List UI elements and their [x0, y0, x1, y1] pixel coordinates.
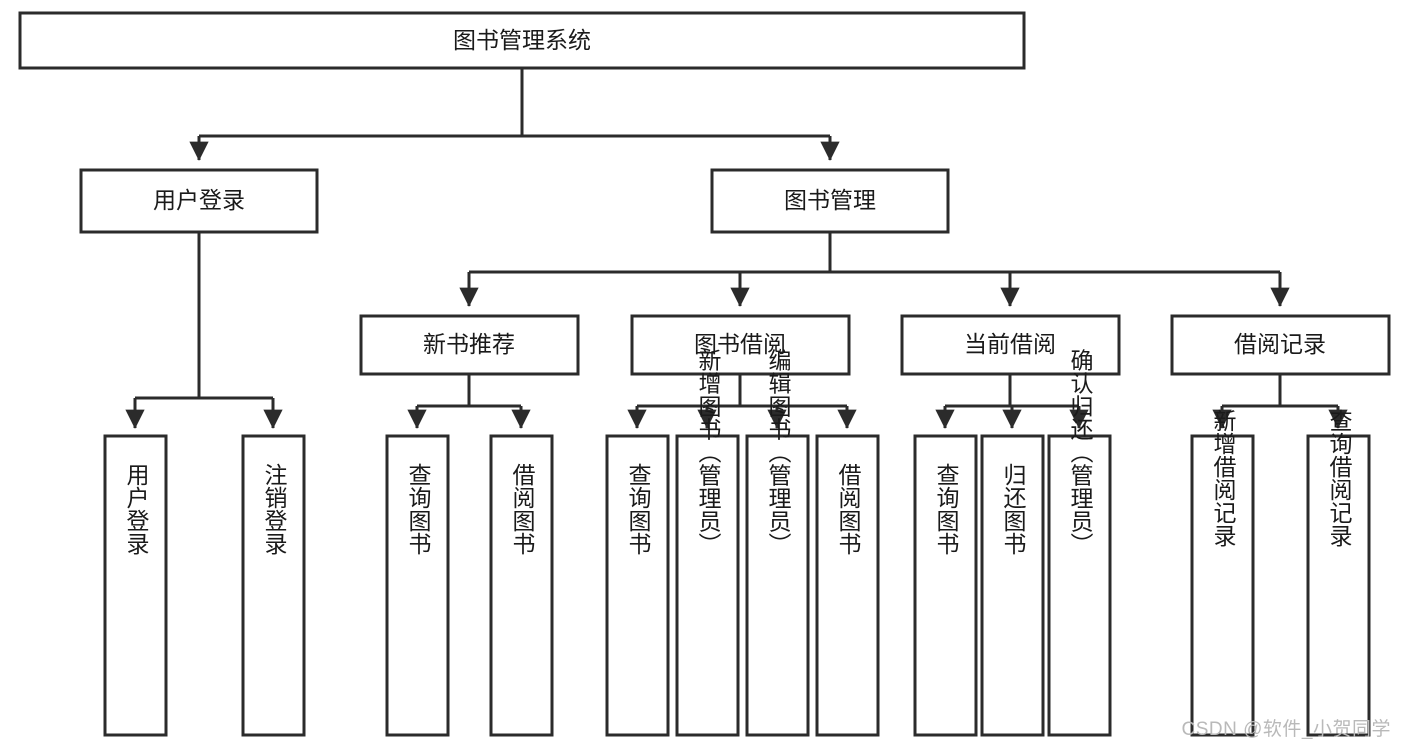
node-leaf-query-record[interactable]: 查询借阅记录 — [1306, 409, 1371, 737]
node-book-borrow-box[interactable] — [630, 314, 851, 376]
node-leaf-borrow-book-1-box[interactable] — [489, 434, 554, 737]
node-leaf-return-book[interactable]: 归还图书 — [980, 434, 1045, 737]
node-leaf-confirm-return-label: 确认归还（管理员） — [1067, 349, 1094, 556]
node-user-login[interactable]: 用户登录 — [79, 168, 319, 234]
node-leaf-query-book-3[interactable]: 查询图书 — [913, 434, 978, 737]
node-leaf-query-book-1-box[interactable] — [385, 434, 450, 737]
node-borrow-record-box[interactable] — [1170, 314, 1391, 376]
node-leaf-confirm-return-box[interactable] — [1047, 434, 1112, 737]
node-leaf-add-book[interactable]: 新增图书（管理员） — [675, 349, 740, 737]
node-new-book-rec[interactable]: 新书推荐 — [359, 314, 580, 376]
node-leaf-user-login[interactable]: 用户登录 — [103, 434, 168, 737]
node-leaf-query-book-1-label: 查询图书 — [405, 463, 432, 555]
node-leaf-logout-box[interactable] — [241, 434, 306, 737]
node-leaf-confirm-return[interactable]: 确认归还（管理员） — [1047, 349, 1112, 737]
node-leaf-logout-label: 注销登录 — [261, 463, 288, 555]
node-root-label: 图书管理系统 — [453, 27, 591, 53]
node-borrow-record[interactable]: 借阅记录 — [1170, 314, 1391, 376]
node-leaf-query-record-box[interactable] — [1306, 434, 1371, 737]
connector-group-book-borrow — [627, 374, 857, 429]
node-leaf-edit-book[interactable]: 编辑图书（管理员） — [745, 349, 810, 737]
node-leaf-add-record-label: 新增借阅记录 — [1210, 409, 1237, 547]
node-leaf-query-book-1[interactable]: 查询图书 — [385, 434, 450, 737]
node-leaf-edit-book-box[interactable] — [745, 434, 810, 737]
connector-group-user-login — [125, 232, 283, 429]
node-leaf-add-record-box[interactable] — [1190, 434, 1255, 737]
node-root-box[interactable] — [18, 11, 1026, 70]
node-new-book-rec-label: 新书推荐 — [423, 331, 515, 357]
node-leaf-borrow-book-2-box[interactable] — [815, 434, 880, 737]
node-borrow-record-label: 借阅记录 — [1234, 331, 1326, 357]
node-current-borrow-box[interactable] — [900, 314, 1121, 376]
node-leaf-query-book-2[interactable]: 查询图书 — [605, 434, 670, 737]
node-book-borrow-label: 图书借阅 — [694, 331, 786, 357]
node-leaf-query-record-label: 查询借阅记录 — [1326, 409, 1353, 547]
node-leaf-return-book-label: 归还图书 — [1000, 463, 1027, 555]
node-current-borrow[interactable]: 当前借阅 — [900, 314, 1121, 376]
node-leaf-query-book-2-label: 查询图书 — [625, 463, 652, 555]
node-leaf-borrow-book-2[interactable]: 借阅图书 — [815, 434, 880, 737]
node-leaf-add-book-label: 新增图书（管理员） — [695, 349, 722, 556]
node-user-login-box[interactable] — [79, 168, 319, 234]
node-leaf-borrow-book-1-label: 借阅图书 — [509, 463, 536, 555]
connector-group-root — [189, 68, 840, 161]
node-leaf-query-book-3-label: 查询图书 — [933, 463, 960, 555]
node-leaf-query-book-3-box[interactable] — [913, 434, 978, 737]
node-leaf-add-record[interactable]: 新增借阅记录 — [1190, 409, 1255, 737]
node-leaf-borrow-book-2-label: 借阅图书 — [835, 463, 862, 555]
connector-group-new-book-rec — [407, 374, 531, 429]
node-leaf-user-login-box[interactable] — [103, 434, 168, 737]
node-leaf-add-book-box[interactable] — [675, 434, 740, 737]
node-root[interactable]: 图书管理系统 — [18, 11, 1026, 70]
node-leaf-query-book-2-box[interactable] — [605, 434, 670, 737]
node-leaf-logout[interactable]: 注销登录 — [241, 434, 306, 737]
connector-group-borrow-record — [1212, 374, 1348, 429]
node-user-login-label: 用户登录 — [153, 187, 245, 213]
node-new-book-rec-box[interactable] — [359, 314, 580, 376]
node-leaf-return-book-box[interactable] — [980, 434, 1045, 737]
node-book-borrow[interactable]: 图书借阅 — [630, 314, 851, 376]
node-current-borrow-label: 当前借阅 — [964, 331, 1056, 357]
node-book-manage-label: 图书管理 — [784, 187, 876, 213]
node-leaf-user-login-label: 用户登录 — [123, 463, 150, 555]
node-leaf-edit-book-label: 编辑图书（管理员） — [765, 349, 792, 556]
connector-group-book-manage — [459, 232, 1290, 307]
node-book-manage[interactable]: 图书管理 — [710, 168, 950, 234]
connector-group-current-borrow — [935, 374, 1089, 429]
node-leaf-borrow-book-1[interactable]: 借阅图书 — [489, 434, 554, 737]
node-book-manage-box[interactable] — [710, 168, 950, 234]
